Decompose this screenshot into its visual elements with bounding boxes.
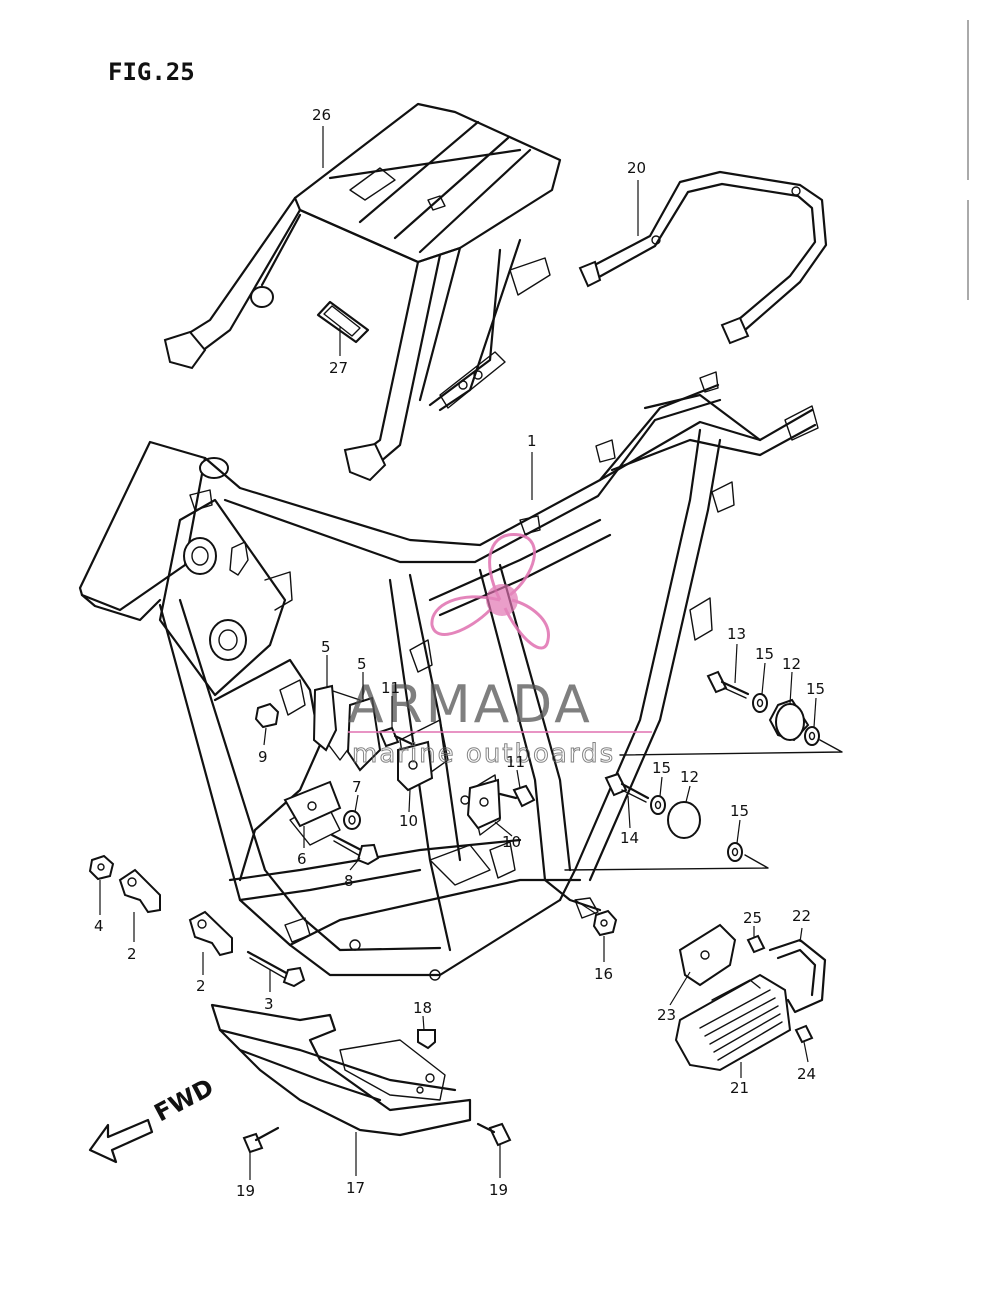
part-9-nut: [254, 702, 280, 729]
part-15-washer-a: [752, 693, 768, 713]
callout-9: 9: [258, 748, 268, 766]
part-4-nut: [88, 854, 115, 881]
callout-19: 19: [236, 1182, 255, 1200]
callout-15: 15: [806, 680, 825, 698]
callout-22: 22: [792, 907, 811, 925]
part-14-bolt: [604, 772, 650, 803]
callout-14: 14: [620, 829, 639, 847]
part-15-washer-b: [804, 726, 820, 746]
part-2-bracket-lower: [188, 910, 233, 957]
part-18-grommet: [417, 1029, 436, 1050]
figure-label: FIG.25: [108, 58, 195, 86]
callout-2: 2: [196, 977, 206, 995]
part-16-nut: [574, 899, 618, 937]
callout-13: 13: [727, 625, 746, 643]
callout-25: 25: [743, 909, 762, 927]
part-24-screw: [794, 1024, 814, 1044]
part-8-bolt: [330, 833, 380, 866]
leader-lines: [99, 126, 817, 1180]
callout-10: 10: [502, 833, 521, 851]
callout-4: 4: [94, 917, 104, 935]
part-2-bracket-upper: [118, 868, 161, 914]
callout-20: 20: [627, 159, 646, 177]
callout-27: 27: [329, 359, 348, 377]
callout-12: 12: [782, 655, 801, 673]
part-17-skid-plate: [210, 1003, 472, 1137]
callout-18: 18: [413, 999, 432, 1017]
callout-15: 15: [730, 802, 749, 820]
part-6-bracket: [283, 780, 342, 828]
watermark-logo-icon: [430, 532, 550, 650]
part-11-bolt-lower: [498, 784, 536, 808]
callout-5: 5: [357, 655, 367, 673]
callout-3: 3: [264, 995, 274, 1013]
part-19-bolt-right: [476, 1122, 512, 1147]
watermark-subtitle: marine outboards: [352, 739, 615, 769]
part-26-rear-carrier: [163, 102, 562, 482]
part-5-bracket-right: [346, 696, 382, 772]
callout-2: 2: [127, 945, 137, 963]
callout-24: 24: [797, 1065, 816, 1083]
part-23-reflector-stay: [678, 923, 737, 987]
part-12-spacer-lower: [667, 801, 701, 839]
callout-7: 7: [352, 778, 362, 796]
callout-21: 21: [730, 1079, 749, 1097]
watermark-title: ARMADA: [348, 675, 593, 735]
callout-16: 16: [594, 965, 613, 983]
part-7-washer: [343, 810, 361, 830]
callout-15: 15: [755, 645, 774, 663]
callout-26: 26: [312, 106, 331, 124]
part-20-grab-bar: [578, 170, 828, 345]
callout-5: 5: [321, 638, 331, 656]
callout-11: 11: [381, 679, 400, 697]
part-13-bolt: [706, 670, 750, 699]
callout-8: 8: [344, 872, 354, 890]
part-10-bracket-left: [397, 740, 434, 792]
callout-12: 12: [680, 768, 699, 786]
assembly-leader-lower: [564, 854, 769, 871]
callout-6: 6: [297, 850, 307, 868]
fwd-arrow: [88, 1118, 154, 1164]
callout-23: 23: [657, 1006, 676, 1024]
part-15-washer-c: [650, 795, 666, 815]
part-3-bolt: [246, 950, 306, 988]
part-12-spacer-upper: [768, 698, 810, 742]
part-10-bracket-right: [466, 778, 502, 830]
part-27-label: [316, 300, 370, 344]
part-5-bracket-left: [312, 684, 338, 752]
callout-labels: 1 2 2 3 4 5 5 6 7 8 9 10 10 11 11 12 12 …: [94, 106, 825, 1200]
part-22-reflector-bracket: [768, 938, 827, 1014]
part-25-screw: [746, 934, 766, 954]
callout-17: 17: [346, 1179, 365, 1197]
callout-11: 11: [506, 753, 525, 771]
callout-19: 19: [489, 1181, 508, 1199]
callout-1: 1: [527, 432, 537, 450]
part-21-reflector: [674, 973, 792, 1072]
part-19-bolt-left: [242, 1126, 280, 1154]
callout-10: 10: [399, 812, 418, 830]
assembly-leader-upper: [619, 739, 843, 756]
fwd-label: FWD: [150, 1073, 219, 1127]
callout-15: 15: [652, 759, 671, 777]
part-15-washer-d: [727, 842, 743, 862]
